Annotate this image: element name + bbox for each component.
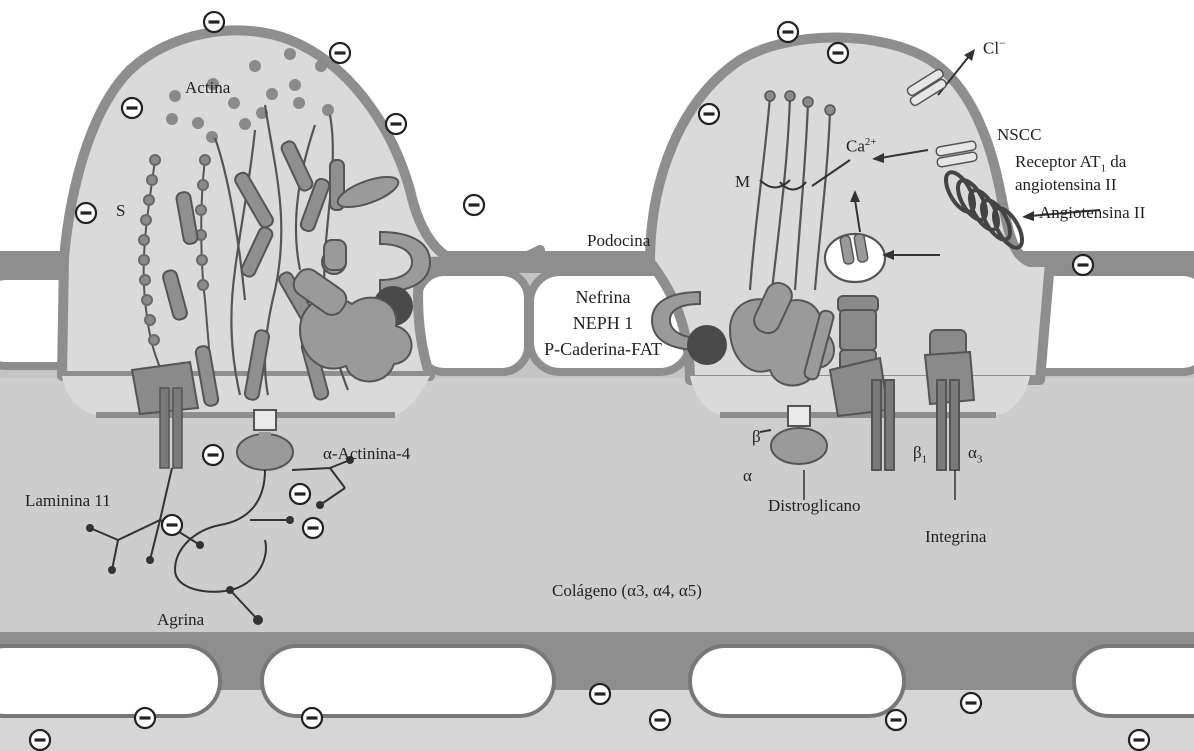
fenestration-4 xyxy=(1074,646,1194,716)
fenestration-3 xyxy=(690,646,904,716)
label-alfa3: α3 xyxy=(968,444,982,465)
label-alfa: α xyxy=(743,467,752,484)
label-p-caderina: P-Caderina-FAT xyxy=(533,336,673,362)
label-podocina: Podocina xyxy=(587,232,650,249)
label-s: S xyxy=(116,202,125,219)
podocin-complex-right xyxy=(687,325,727,365)
fenestration-2 xyxy=(262,646,554,716)
label-beta1: β1 xyxy=(913,444,927,465)
label-actina: Actina xyxy=(185,79,230,96)
label-m: M xyxy=(735,173,750,190)
label-integrina: Integrina xyxy=(925,528,986,545)
label-distroglicano: Distroglicano xyxy=(768,497,861,514)
label-receptor-line2: angiotensina II xyxy=(1015,176,1117,193)
label-angiotensina: Angiotensina II xyxy=(1039,204,1145,221)
label-nefrina: Nefrina xyxy=(533,284,673,310)
label-receptor: Receptor AT1 da xyxy=(1015,153,1126,174)
label-ca: Ca2+ xyxy=(846,137,877,155)
fenestration-1 xyxy=(0,646,220,716)
label-agrina: Agrina xyxy=(157,611,204,628)
slit-space-middle xyxy=(418,272,528,372)
label-beta: β xyxy=(752,428,761,445)
label-laminina: Laminina 11 xyxy=(25,492,111,509)
label-colageno: Colágeno (α3, α4, α5) xyxy=(552,581,702,601)
label-nscc: NSCC xyxy=(997,126,1041,143)
slit-diaphragm-labels: Nefrina NEPH 1 P-Caderina-FAT xyxy=(533,284,673,362)
label-neph1: NEPH 1 xyxy=(533,310,673,336)
label-cl: Cl− xyxy=(983,37,1006,57)
label-alfa-actinina: α-Actinina-4 xyxy=(323,445,410,462)
